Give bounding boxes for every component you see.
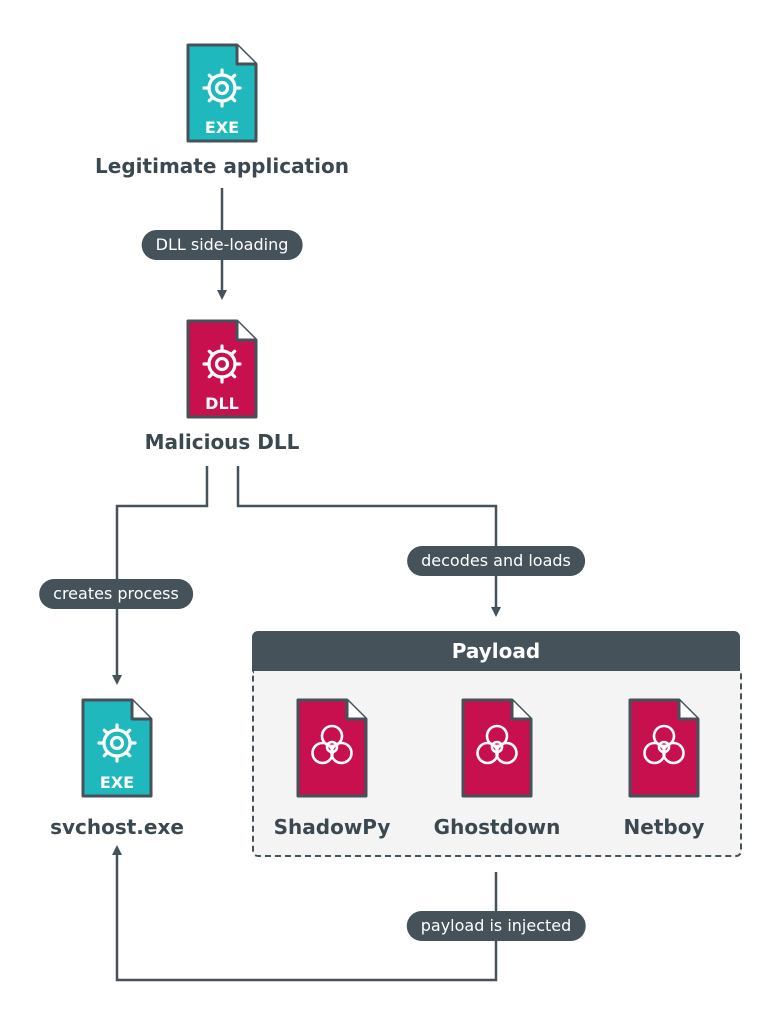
gear-icon	[202, 68, 242, 108]
gear-icon	[202, 344, 242, 384]
exe-badge: EXE	[205, 118, 239, 137]
injected-pill: payload is injected	[406, 911, 586, 941]
dll-badge: DLL	[205, 394, 239, 413]
payload-file-icon-netboy	[628, 698, 700, 798]
svchost-badge: EXE	[100, 773, 134, 792]
svchost-label: svchost.exe	[50, 815, 184, 839]
payload-label-shadowpy: ShadowPy	[273, 815, 391, 839]
exe-file-icon: EXE	[186, 43, 258, 143]
dll-file-icon: DLL	[186, 319, 258, 419]
payload-file-icon-shadowpy	[296, 698, 368, 798]
biohazard-icon	[643, 724, 685, 765]
decodes-loads-pill: decodes and loads	[407, 546, 585, 576]
malicious-dll-label: Malicious DLL	[144, 430, 300, 454]
legit-app-label: Legitimate application	[95, 154, 349, 178]
side-loading-pill: DLL side-loading	[141, 230, 303, 260]
payload-label-ghostdown: Ghostdown	[433, 815, 561, 839]
edge-creates-process-line	[112, 466, 209, 685]
creates-process-pill: creates process	[39, 579, 193, 609]
svchost-exe-file-icon: EXE	[81, 698, 153, 798]
biohazard-icon	[311, 724, 353, 765]
edge-decodes-loads-line	[236, 466, 501, 617]
biohazard-icon	[476, 724, 518, 765]
gear-icon	[97, 723, 137, 763]
payload-header: Payload	[252, 631, 740, 671]
payload-label-netboy: Netboy	[623, 815, 705, 839]
payload-file-icon-ghostdown	[461, 698, 533, 798]
